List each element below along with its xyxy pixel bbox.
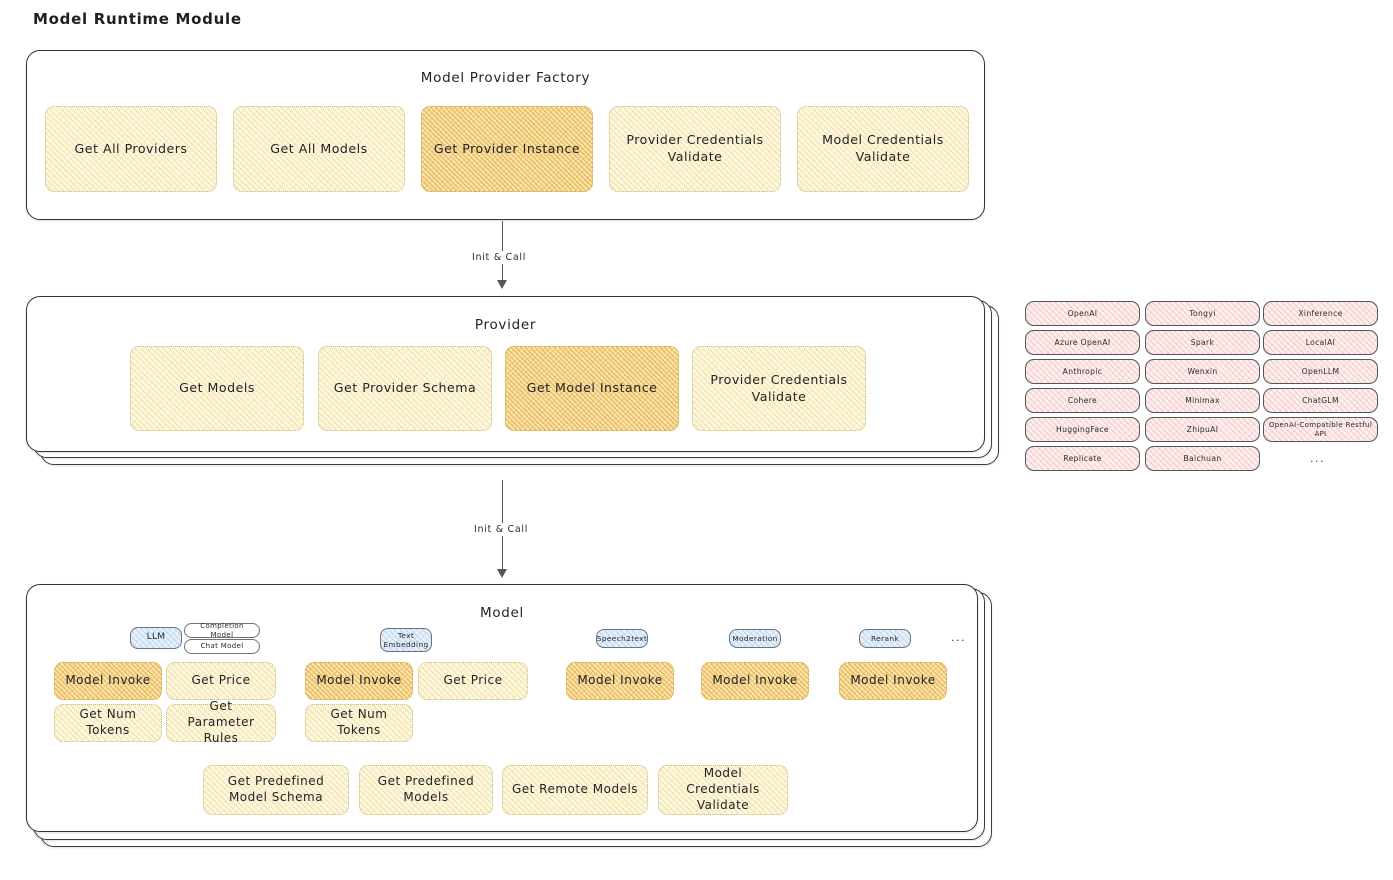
provider-chip-openai-compatible-restful-api[interactable]: OpenAI-Compatible Restful API: [1263, 417, 1378, 442]
model-types-more-ellipsis: ...: [951, 631, 966, 644]
provider-chip-xinference[interactable]: Xinference: [1263, 301, 1378, 326]
model-subchip-chat-model[interactable]: Chat Model: [184, 639, 260, 654]
provider-chip-azure-openai[interactable]: Azure OpenAI: [1025, 330, 1140, 355]
node-llm-get-parameter-rules[interactable]: Get Parameter Rules: [166, 699, 276, 745]
model-provider-factory-title: Model Provider Factory: [420, 70, 591, 86]
node-text-embedding-get-num-tokens[interactable]: Get Num Tokens: [305, 704, 413, 742]
provider-chip-openllm[interactable]: OpenLLM: [1263, 359, 1378, 384]
model-type-chip-llm[interactable]: LLM: [130, 627, 182, 649]
provider-chip-replicate[interactable]: Replicate: [1025, 446, 1140, 471]
node-speech2text-model-invoke[interactable]: Model Invoke: [566, 662, 674, 700]
arrow-factory-to-provider-head: [497, 280, 507, 289]
node-get-all-models[interactable]: Get All Models: [233, 106, 405, 192]
provider-list-more-ellipsis: ...: [1310, 452, 1325, 465]
node-rerank-model-invoke[interactable]: Model Invoke: [839, 662, 947, 700]
provider-chip-huggingface[interactable]: HuggingFace: [1025, 417, 1140, 442]
node-get-provider-schema[interactable]: Get Provider Schema: [318, 346, 492, 431]
model-type-chip-text-embedding[interactable]: Text Embedding: [380, 628, 432, 652]
node-provider-credentials-validate[interactable]: Provider Credentials Validate: [609, 106, 781, 192]
node-provider-credentials-validate-2[interactable]: Provider Credentials Validate: [692, 346, 866, 431]
provider-chip-wenxin[interactable]: Wenxin: [1145, 359, 1260, 384]
node-model-credentials-validate[interactable]: Model Credentials Validate: [797, 106, 969, 192]
model-type-chip-rerank[interactable]: Rerank: [859, 629, 911, 648]
page-title: Model Runtime Module: [33, 10, 242, 28]
node-get-all-providers[interactable]: Get All Providers: [45, 106, 217, 192]
provider-title: Provider: [474, 317, 537, 333]
provider-chip-tongyi[interactable]: Tongyi: [1145, 301, 1260, 326]
arrow-label-init-call-2: Init & Call: [470, 523, 533, 536]
provider-chip-spark[interactable]: Spark: [1145, 330, 1260, 355]
arrow-provider-to-model-head: [497, 569, 507, 578]
model-subchip-completion-model[interactable]: Completion Model: [184, 622, 260, 639]
provider-chip-anthropic[interactable]: Anthropic: [1025, 359, 1140, 384]
provider-chip-baichuan[interactable]: Baichuan: [1145, 446, 1260, 471]
node-model-credentials-validate-3[interactable]: Model Credentials Validate: [658, 765, 788, 815]
node-get-models[interactable]: Get Models: [130, 346, 304, 431]
provider-chip-zhipuai[interactable]: ZhipuAI: [1145, 417, 1260, 442]
node-llm-model-invoke[interactable]: Model Invoke: [54, 662, 162, 700]
arrow-label-init-call-1: Init & Call: [468, 251, 531, 264]
provider-chip-localai[interactable]: LocalAI: [1263, 330, 1378, 355]
node-get-model-instance[interactable]: Get Model Instance: [505, 346, 679, 431]
node-llm-get-num-tokens[interactable]: Get Num Tokens: [54, 704, 162, 742]
model-type-chip-moderation[interactable]: Moderation: [729, 629, 781, 648]
node-get-predefined-models[interactable]: Get Predefined Models: [359, 765, 493, 815]
node-get-predefined-model-schema[interactable]: Get Predefined Model Schema: [203, 765, 349, 815]
provider-chip-minimax[interactable]: Minimax: [1145, 388, 1260, 413]
node-text-embedding-model-invoke[interactable]: Model Invoke: [305, 662, 413, 700]
node-llm-get-price[interactable]: Get Price: [166, 662, 276, 700]
provider-chip-chatglm[interactable]: ChatGLM: [1263, 388, 1378, 413]
node-text-embedding-get-price[interactable]: Get Price: [418, 662, 528, 700]
node-get-provider-instance[interactable]: Get Provider Instance: [421, 106, 593, 192]
model-title: Model: [479, 605, 525, 621]
model-type-chip-speech2text[interactable]: Speech2text: [596, 629, 648, 648]
provider-chip-cohere[interactable]: Cohere: [1025, 388, 1140, 413]
provider-chip-openai[interactable]: OpenAI: [1025, 301, 1140, 326]
node-get-remote-models[interactable]: Get Remote Models: [502, 765, 648, 815]
node-moderation-model-invoke[interactable]: Model Invoke: [701, 662, 809, 700]
